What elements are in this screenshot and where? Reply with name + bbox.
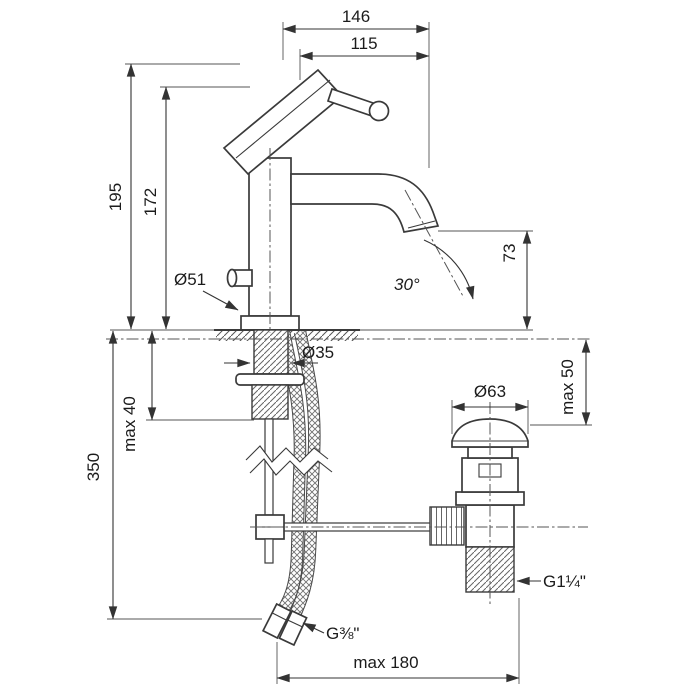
- label-spout-reach: 115: [350, 34, 377, 53]
- aerator-line: [407, 220, 436, 229]
- label-shank-diameter: Ø35: [302, 343, 334, 362]
- label-total-height: 195: [106, 183, 125, 211]
- label-drain-max-deck: max 50: [558, 359, 577, 415]
- hose-end-fitting-left: [261, 602, 293, 640]
- label-max-drain-distance: max 180: [353, 653, 418, 672]
- mounting-shank-group: [235, 329, 305, 420]
- drain-knurled-nut: [429, 506, 465, 546]
- label-total-width: 146: [342, 7, 370, 26]
- break-marks: [245, 445, 333, 476]
- handle-seam-line: [235, 79, 331, 159]
- extension-lines: [107, 22, 592, 684]
- spout-outlet-axis: [404, 189, 465, 299]
- label-hose-thread: G⅜": [326, 624, 359, 643]
- dimension-lines: [108, 24, 591, 683]
- label-spout-height: 73: [500, 244, 519, 263]
- label-hose-length: 350: [84, 453, 103, 481]
- angle-arc-30: [423, 239, 475, 300]
- popup-knob-cap: [226, 268, 238, 288]
- popup-rod-lower: [264, 538, 274, 564]
- label-max-deck: max 40: [120, 396, 139, 452]
- hose-left-braid: [274, 331, 306, 619]
- dimension-labels: 146 115 195 172 Ø51 30° 73 Ø35 max 40 35…: [84, 7, 586, 672]
- spout: [290, 173, 440, 233]
- mounting-washer: [235, 373, 305, 386]
- label-body-diameter: Ø51: [174, 270, 206, 289]
- label-spout-angle: 30°: [394, 275, 420, 294]
- break-line-upper: [245, 445, 329, 463]
- leader-d51: [202, 290, 239, 311]
- label-drain-cap-diameter: Ø63: [474, 382, 506, 401]
- mounting-nut: [251, 384, 289, 420]
- centerlines: [106, 148, 590, 606]
- leader-g38: [302, 622, 325, 634]
- hose-end-fitting-right: [278, 609, 308, 647]
- break-line-lower: [249, 458, 333, 476]
- handle-lever-ball: [368, 100, 390, 122]
- label-drain-thread: G1¼": [543, 572, 586, 591]
- label-body-height: 172: [141, 188, 160, 216]
- threaded-shank: [253, 329, 289, 375]
